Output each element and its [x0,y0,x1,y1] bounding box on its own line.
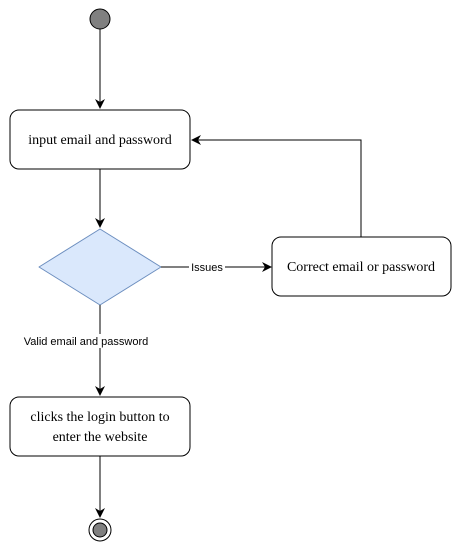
login-step-line1: clicks the login button to [30,410,169,425]
edge-correct-to-input [191,135,362,237]
issues-label: Issues [191,262,223,274]
login-step-box [9,396,191,457]
valid-label-bg [0,334,175,348]
issues-label-bg [189,260,225,274]
login-step-line2: enter the website [53,430,148,445]
start-node [89,8,111,30]
correct-step-label: Correct email or password [287,260,435,275]
end-node-inner [92,522,108,538]
decision-diamond [38,228,162,306]
valid-label: Valid email and password [24,336,149,348]
input-step-label: input email and password [28,133,171,148]
